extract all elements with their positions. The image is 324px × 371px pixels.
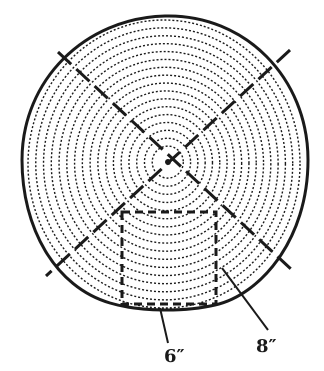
width-label: 6″ bbox=[164, 346, 185, 367]
cut-line-diagonal-a bbox=[58, 52, 292, 270]
board-cut-outline bbox=[122, 212, 216, 304]
width-leader-line bbox=[160, 308, 168, 343]
growth-ring bbox=[51, 44, 278, 284]
growth-ring bbox=[59, 52, 271, 276]
height-label: 8″ bbox=[256, 336, 277, 357]
